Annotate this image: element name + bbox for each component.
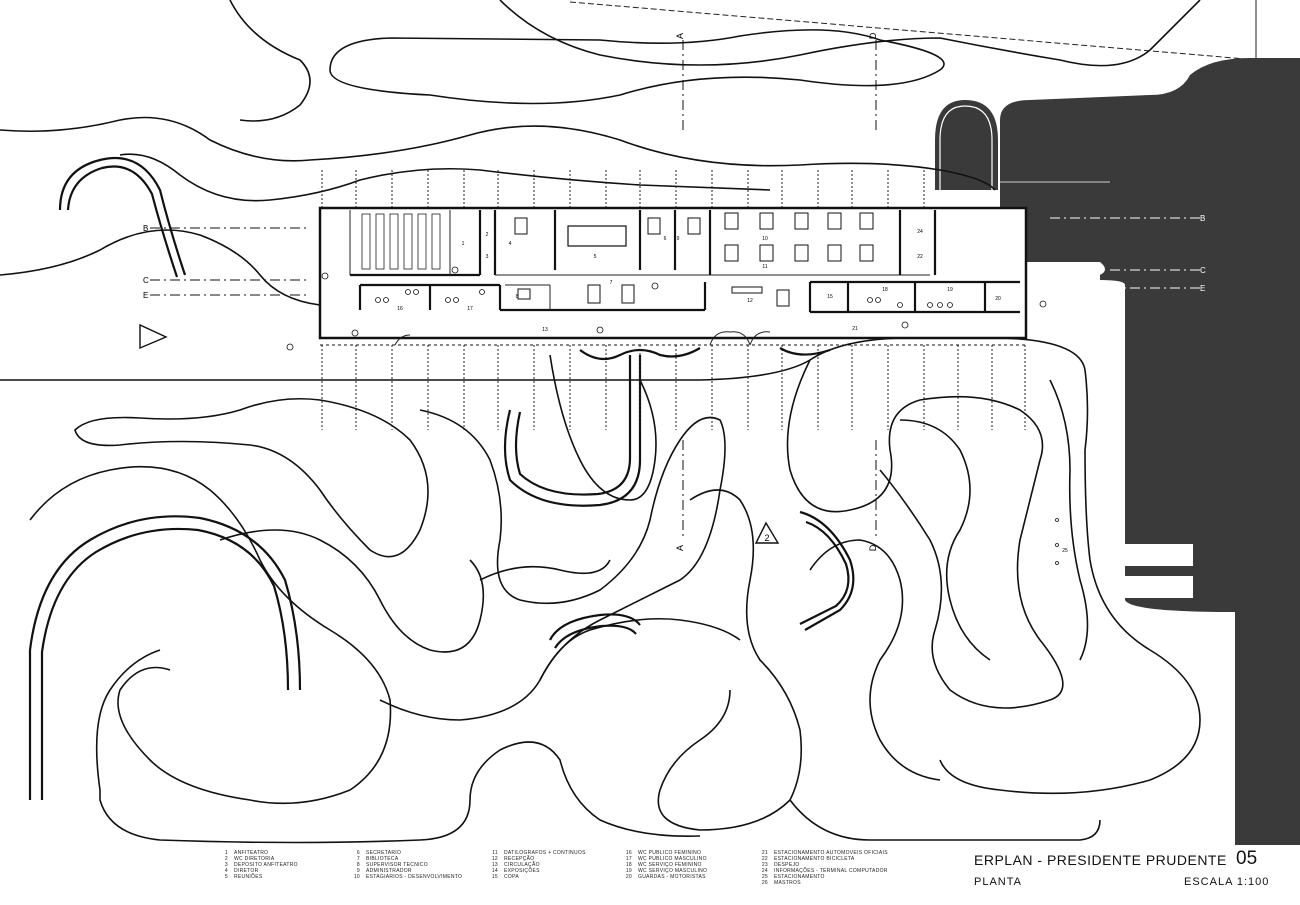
sheet-label: PLANTA (974, 876, 1022, 888)
section-marker-e: E (1200, 284, 1205, 293)
room-labels: 1 2 3 4 5 6 7 8 9 10 11 12 13 15 16 17 1… (397, 229, 1068, 554)
room-number: 10 (762, 236, 768, 242)
building-plan (318, 206, 1028, 361)
section-marker-a: A (675, 545, 685, 551)
contour-lines (0, 0, 1201, 844)
room-number: 19 (947, 287, 953, 293)
property-line (569, 1, 1259, 61)
level-benchmarks (286, 266, 1059, 565)
wc-fixtures (375, 289, 953, 308)
room-number: 7 (610, 280, 613, 286)
room-number: 16 (397, 306, 403, 312)
meeting-table (567, 225, 627, 247)
project-title: ERPLAN - PRESIDENTE PRUDENTE (974, 852, 1227, 868)
title-block: ERPLAN - PRESIDENTE PRUDENTE 05 PLANTA E… (970, 846, 1270, 892)
room-number: 22 (917, 254, 923, 260)
parking-entry-bay (935, 100, 998, 190)
auditorium-seating (361, 213, 441, 270)
section-marker-d: D (868, 32, 878, 39)
parking-space (1125, 576, 1193, 598)
sheet-number: 05 (1236, 848, 1258, 869)
level-marker: 2 (764, 533, 769, 543)
room-number: 20 (995, 296, 1001, 302)
section-cut-lines (150, 40, 1200, 540)
room-number: 12 (747, 298, 753, 304)
section-marker-a: A (675, 33, 685, 39)
room-number: 25 (1062, 548, 1068, 554)
room-number: 6 (664, 236, 667, 242)
room-number: 24 (917, 229, 923, 235)
room-number: 18 (882, 287, 888, 293)
room-number: 15 (827, 294, 833, 300)
parking-space (1125, 544, 1193, 566)
room-number: 3 (486, 254, 489, 260)
room-number: 4 (509, 241, 512, 247)
section-marker-b: B (143, 224, 148, 233)
direction-triangle-icon (139, 323, 168, 350)
room-number: 1 (462, 241, 465, 247)
level-triangle-icon (754, 521, 780, 544)
section-marker-d: D (868, 544, 878, 551)
section-marker-c: C (1200, 266, 1206, 275)
section-marker-e: E (143, 291, 148, 300)
room-number: 13 (542, 327, 548, 333)
office-desks (514, 212, 874, 307)
room-number: 9 (677, 236, 680, 242)
room-number: 8 (516, 294, 519, 300)
bay-outline (939, 105, 993, 190)
scale-label: ESCALA 1:100 (1184, 876, 1270, 888)
room-number: 2 (486, 232, 489, 238)
room-number: 11 (762, 264, 767, 270)
retaining-walls (28, 156, 855, 800)
section-marker-b: B (1200, 214, 1205, 223)
room-number: 17 (467, 306, 473, 312)
room-number: 21 (852, 326, 858, 332)
parking-paving (1000, 58, 1300, 845)
section-marker-c: C (143, 276, 149, 285)
room-number: 5 (594, 254, 597, 260)
